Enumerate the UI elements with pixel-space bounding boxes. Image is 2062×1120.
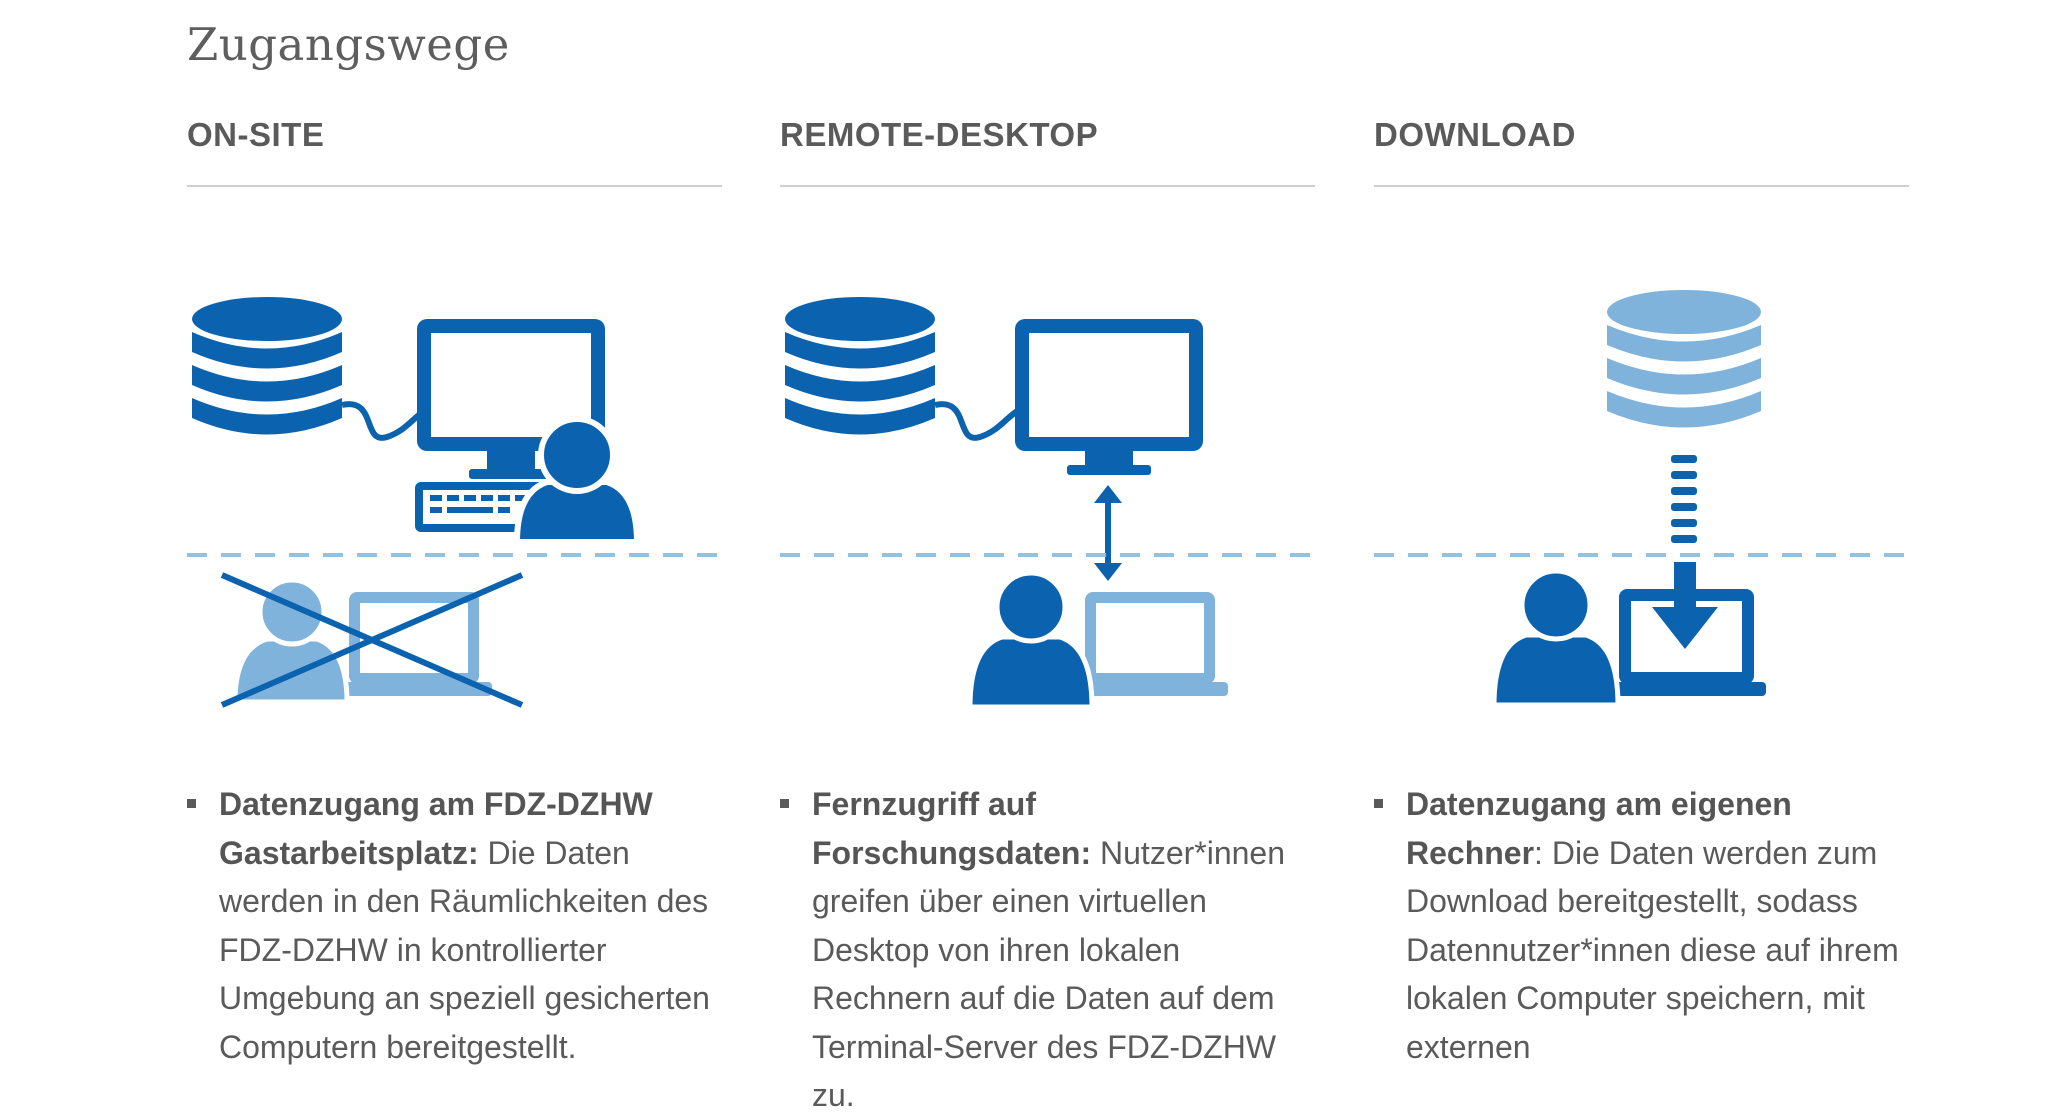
description-item: Datenzugang am eigenen Rechner: Die Date… — [1374, 780, 1909, 1071]
column-heading: ON-SITE — [187, 108, 722, 187]
section-title: Zugangswege — [187, 18, 510, 71]
description-text: Die Daten werden in den Räumlichkeiten d… — [219, 834, 710, 1065]
database-icon — [192, 297, 342, 435]
description-list: Datenzugang am eigenen Rechner: Die Date… — [1374, 780, 1909, 1071]
user-icon — [1491, 568, 1621, 708]
page: Zugangswege ON-SITE — [187, 18, 1909, 1113]
double-arrow-icon — [1094, 485, 1122, 581]
laptop-icon — [1073, 592, 1228, 696]
bullet — [1374, 799, 1383, 808]
description-list: Fernzugriff auf Forschungsdaten: Nutzer*… — [780, 780, 1315, 1120]
database-icon — [785, 297, 935, 435]
description-bold: Fernzugriff auf Forschungsdaten: — [812, 786, 1092, 871]
user-icon — [967, 570, 1095, 710]
description-bold: Datenzugang am eigenen Rechner — [1406, 786, 1792, 871]
column-remote-desktop: REMOTE-DESKTOP — [780, 108, 1315, 1120]
description-list: Datenzugang am FDZ-DZHW Gastarbeitsplatz… — [187, 780, 722, 1071]
description-item: Fernzugriff auf Forschungsdaten: Nutzer*… — [780, 780, 1315, 1120]
description-text: Nutzer*innen greifen über einen virtuell… — [812, 834, 1286, 1114]
monitor-icon — [1015, 319, 1203, 475]
on-site-illustration — [187, 297, 722, 708]
description-item: Datenzugang am FDZ-DZHW Gastarbeitsplatz… — [187, 780, 722, 1071]
remote-desktop-illustration — [780, 297, 1315, 710]
user-icon — [513, 416, 641, 545]
database-icon — [1607, 290, 1761, 428]
laptop-icon — [1606, 562, 1766, 696]
bullet — [187, 799, 196, 808]
column-heading: REMOTE-DESKTOP — [780, 108, 1315, 187]
column-on-site: ON-SITE — [187, 108, 722, 1071]
download-arrow-icon — [1671, 455, 1697, 543]
crossed-out-laptop-user-icon — [220, 572, 524, 708]
description-bold: Datenzugang am FDZ-DZHW Gastarbeitsplatz… — [219, 786, 653, 871]
column-heading: DOWNLOAD — [1374, 108, 1909, 187]
description-text: : Die Daten werden zum Download bereitge… — [1406, 834, 1899, 1065]
download-illustration — [1374, 290, 1909, 708]
bullet — [780, 799, 789, 808]
column-download: DOWNLOAD — [1374, 108, 1909, 1071]
